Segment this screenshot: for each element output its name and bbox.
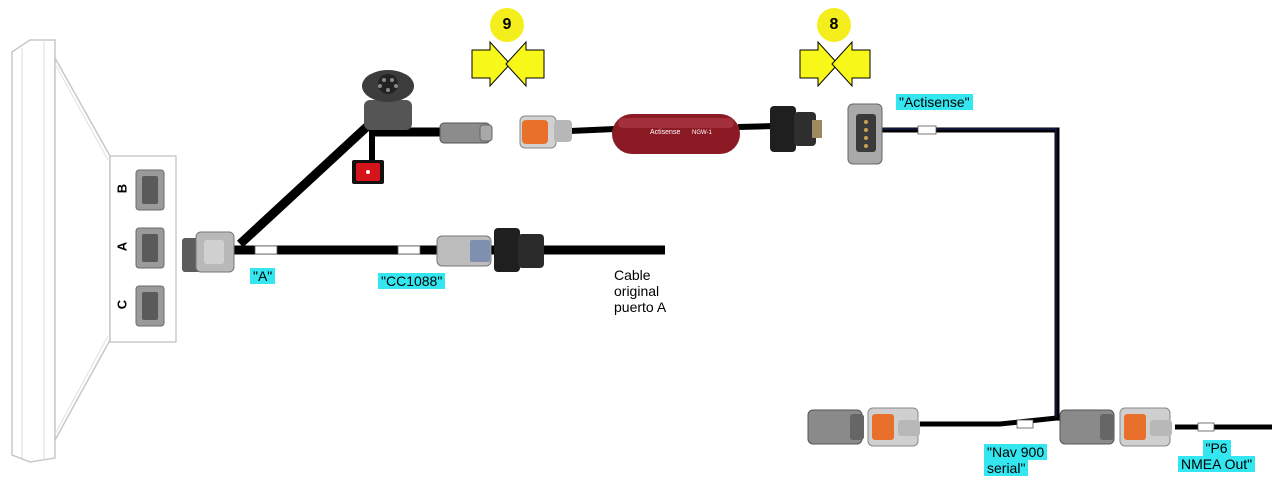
label-nav-line2: serial" xyxy=(984,460,1029,476)
label-cable-line3: puerto A xyxy=(614,299,667,315)
display-unit xyxy=(11,39,111,463)
device-brand-text: Actisense xyxy=(650,129,680,136)
cable-actisense-route xyxy=(880,127,1060,427)
p6-connector-orange xyxy=(1119,407,1172,447)
label-cc1088: "CC1088" xyxy=(378,273,446,289)
nav-connector-grey xyxy=(807,409,864,445)
dt-connector-orange xyxy=(519,115,572,149)
marker-9: 9 xyxy=(490,8,524,42)
db9-connector-a xyxy=(182,231,235,273)
p6-connector-grey xyxy=(1059,409,1115,445)
label-p6: "P6 NMEA Out" xyxy=(1178,440,1256,472)
label-cable-line1: Cable xyxy=(614,267,651,283)
label-a: "A" xyxy=(250,268,276,284)
label-nav-900: "Nav 900 serial" xyxy=(984,444,1048,476)
cable-ngw-left xyxy=(569,126,616,134)
actisense-device: Actisense NGW-1 xyxy=(612,114,740,154)
db9-connector-cc1088 xyxy=(436,228,544,272)
port-label-b: B xyxy=(114,183,130,194)
cable-tag-a xyxy=(254,245,278,255)
cable-tag-cc1088 xyxy=(397,245,421,255)
cable-tag-nav xyxy=(1016,419,1034,429)
marker-9-arrows xyxy=(471,40,545,88)
db9-ngw-output xyxy=(770,106,822,152)
cable-ngw-right xyxy=(737,123,776,130)
round-connector xyxy=(362,70,414,130)
db9-actisense xyxy=(847,103,883,165)
marker-8: 8 xyxy=(817,8,851,42)
label-actisense: "Actisense" xyxy=(896,94,973,110)
label-p6-line2: NMEA Out" xyxy=(1178,456,1256,472)
nav-connector-orange xyxy=(867,407,920,447)
cable-tag-p6 xyxy=(1197,422,1215,432)
marker-8-arrows xyxy=(799,40,871,88)
label-cable-line2: original xyxy=(614,283,660,299)
port-c-connector xyxy=(135,285,165,327)
port-label-c: C xyxy=(114,299,130,310)
port-panel xyxy=(109,155,177,343)
label-nav-line1: "Nav 900 xyxy=(984,444,1048,460)
device-model-text: NGW-1 xyxy=(692,130,713,136)
port-a-connector xyxy=(135,227,165,269)
cable-tag-actisense xyxy=(917,125,937,135)
label-cable-original: Cable original puerto A xyxy=(614,267,666,315)
port-label-a: A xyxy=(114,241,130,252)
cable-a-to-y xyxy=(236,118,376,248)
label-p6-line1: "P6 xyxy=(1202,440,1231,456)
port-b-connector xyxy=(135,169,165,211)
switch xyxy=(352,160,384,184)
dt-connector-grey xyxy=(439,122,493,144)
